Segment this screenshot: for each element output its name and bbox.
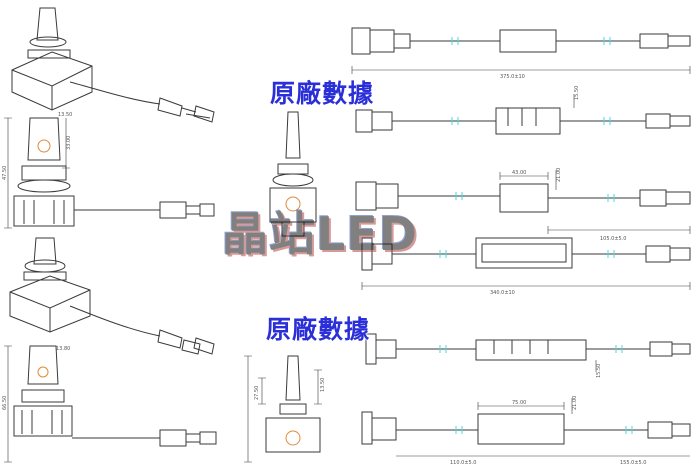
dim-43: 43.00 <box>512 170 526 176</box>
dim-66-5: 66.50 <box>2 396 8 410</box>
harness-5 <box>365 333 691 372</box>
factory-data-stamp-bottom: 原廠數據 <box>266 315 371 344</box>
brand-watermark: 晶站LED <box>222 207 418 261</box>
harness-1 <box>351 27 691 74</box>
bulb-side-view-1 <box>4 117 215 229</box>
bulb-middle-2 <box>244 355 322 463</box>
dim-375: 375.0±10 <box>500 74 525 80</box>
dim-13-5: 13.50 <box>58 112 72 118</box>
harness-3 <box>355 170 691 234</box>
dim-21-bottom: 21.00 <box>572 396 578 410</box>
bulb-isometric-2 <box>9 237 215 355</box>
dim-75: 75.00 <box>512 400 526 406</box>
dim-13-8: 13.80 <box>56 346 70 352</box>
harness-2 <box>355 94 691 135</box>
harness-4 <box>361 237 691 290</box>
dim-33: 33.00 <box>66 136 72 150</box>
dim-13-5-mid: 13.50 <box>320 378 326 392</box>
dim-47-5: 47.50 <box>2 166 8 180</box>
dim-15-5-bottom: 15.50 <box>596 364 602 378</box>
dim-110: 110.0±5.0 <box>450 460 476 466</box>
dim-340: 340.0±10 <box>490 290 515 296</box>
bulb-side-view-2 <box>4 345 217 463</box>
dim-21-top: 21.00 <box>556 168 562 182</box>
dim-15-5-top: 15.50 <box>574 86 580 100</box>
bulb-middle-1 <box>269 111 317 237</box>
dim-155: 155.0±5.0 <box>620 460 646 466</box>
harness-6 <box>361 398 691 457</box>
bulb-isometric-1 <box>11 7 215 123</box>
dim-27-5: 27.50 <box>254 386 260 400</box>
factory-data-stamp-top: 原廠數據 <box>270 79 375 108</box>
dim-105: 105.0±5.0 <box>600 236 626 242</box>
